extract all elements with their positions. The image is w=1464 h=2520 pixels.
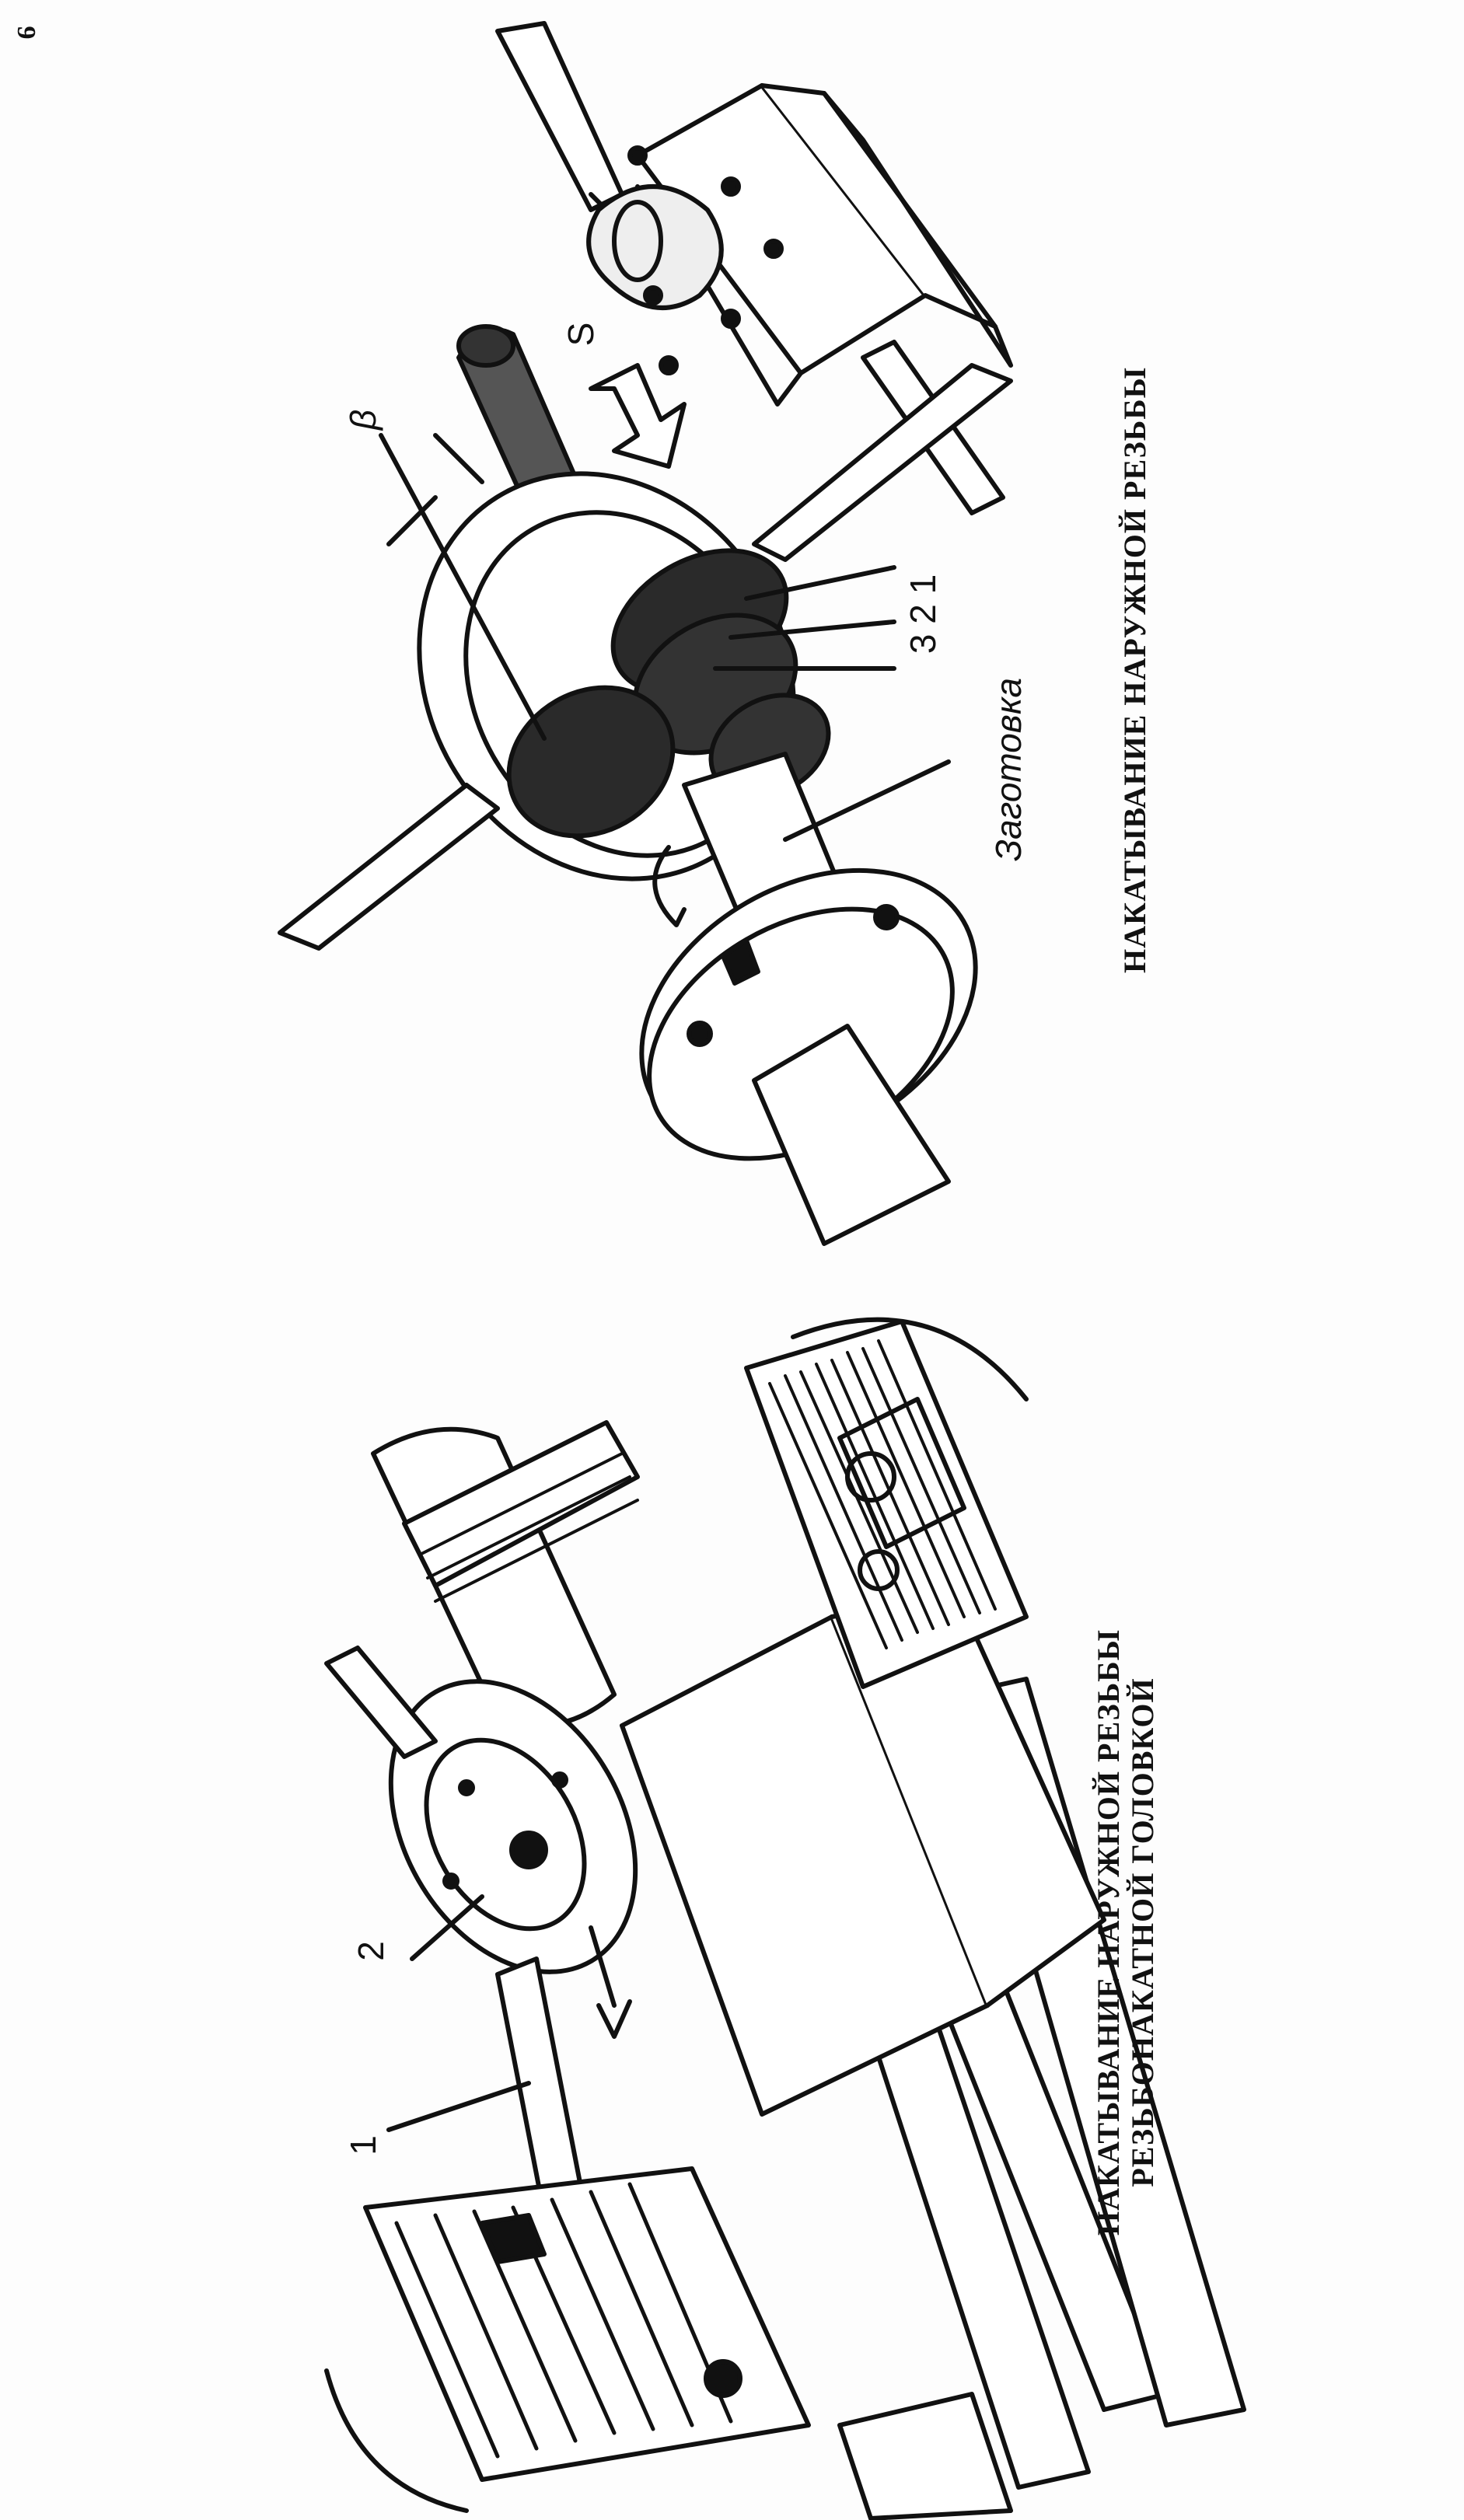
- caption-line-2: РЕЗЬБОНАКАТНОЙ ГОЛОВКОЙ: [1125, 1677, 1160, 2187]
- illustration-external-thread-rolling: [278, 21, 1013, 1246]
- label-1: 1: [343, 2135, 383, 2155]
- caption-line-1: НАКАТЫВАНИЕ НАРУЖНОЙ РЕЗЬБЫ: [1091, 1629, 1126, 2236]
- label-2: 2: [351, 1941, 391, 1961]
- caption-thread-rolling-head: НАКАТЫВАНИЕ НАРУЖНОЙ РЕЗЬБЫ РЕЗЬБОНАКАТН…: [1091, 1583, 1163, 2282]
